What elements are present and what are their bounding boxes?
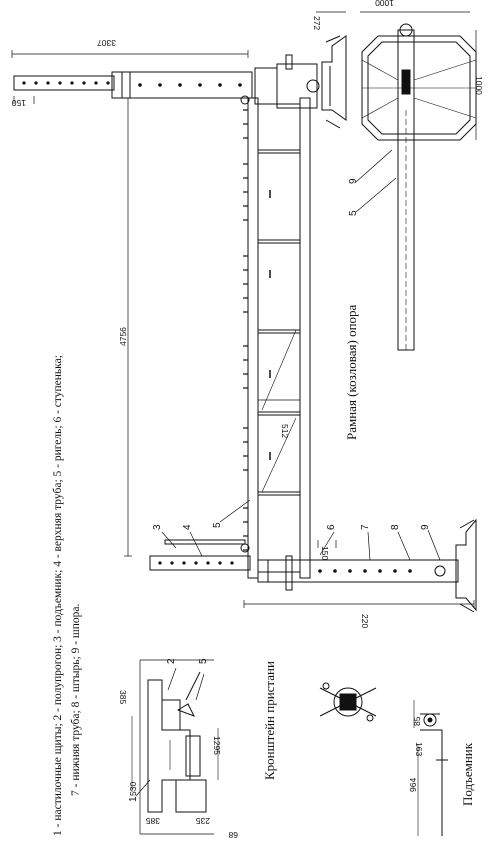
upper-tube [121, 71, 253, 99]
callout-7: 7 [360, 524, 371, 530]
dimension-lines [11, 11, 477, 608]
callout-4: 4 [182, 524, 193, 530]
caption-bracket: Кронштейн пристани [262, 661, 277, 780]
legend-line-2: 7 - нижняя труба; 8 - штырь; 9 - шпора. [70, 603, 82, 796]
callout-9: 9 [420, 524, 431, 530]
left-rail [247, 97, 259, 579]
dim-163: 163 [414, 742, 424, 757]
dim-1000-top: 1000 [375, 0, 394, 8]
callout-5: 5 [212, 522, 223, 528]
top-pin-tube [13, 75, 115, 91]
right-rail [299, 97, 311, 579]
dim-964: 964 [408, 777, 418, 792]
dim-1295: 1295 [212, 736, 222, 755]
bottom-tube-holes [158, 561, 412, 573]
callout-5-top: 5 [348, 210, 359, 216]
lifter-drawing [413, 700, 448, 836]
bracket-callout-2: 2 [166, 658, 177, 664]
frame-support-drawing [11, 11, 477, 613]
caption-frame-support: Рамная (козловая) опора [344, 304, 359, 440]
crossbars [258, 149, 300, 496]
dim-512: 512 [280, 424, 290, 439]
bracket-callout-1: 1 [128, 796, 139, 802]
dim-150-bottom: 150 [320, 546, 330, 561]
dim-530: 530 [128, 781, 138, 796]
callout-leaders [161, 149, 441, 561]
callout-6: 6 [326, 524, 337, 530]
dim-68: 68 [228, 830, 238, 840]
bracket-callout-5: 5 [198, 658, 209, 664]
caption-lifter: Подъемник [460, 742, 475, 806]
dim-235: 235 [195, 816, 210, 826]
bracket-pictogram [319, 682, 377, 722]
bottom-spur [455, 518, 477, 612]
dim-3307: 3307 [97, 38, 116, 48]
dim-150-top: 150 [11, 98, 26, 108]
dim-272: 272 [312, 16, 322, 31]
bracket-drawing [131, 659, 219, 835]
lower-tube [257, 559, 459, 583]
legend-line-1: 1 - настилочные щиты; 2 - полупрогон; 3 … [52, 355, 64, 836]
dim-4756: 4756 [118, 327, 128, 346]
callout-9-top: 9 [348, 178, 359, 184]
top-tube-holes [22, 81, 242, 87]
dim-85: 85 [412, 716, 422, 726]
dim-385-top: 385 [118, 690, 128, 705]
dim-385-bottom: 385 [145, 816, 160, 826]
frame-end-view [361, 23, 477, 351]
rail-teeth [243, 109, 248, 551]
dim-220: 220 [360, 614, 370, 629]
callout-3: 3 [152, 524, 163, 530]
dim-1000-side: 1000 [474, 76, 484, 95]
upper-tube-bottom [149, 555, 251, 571]
callout-8: 8 [390, 524, 401, 530]
